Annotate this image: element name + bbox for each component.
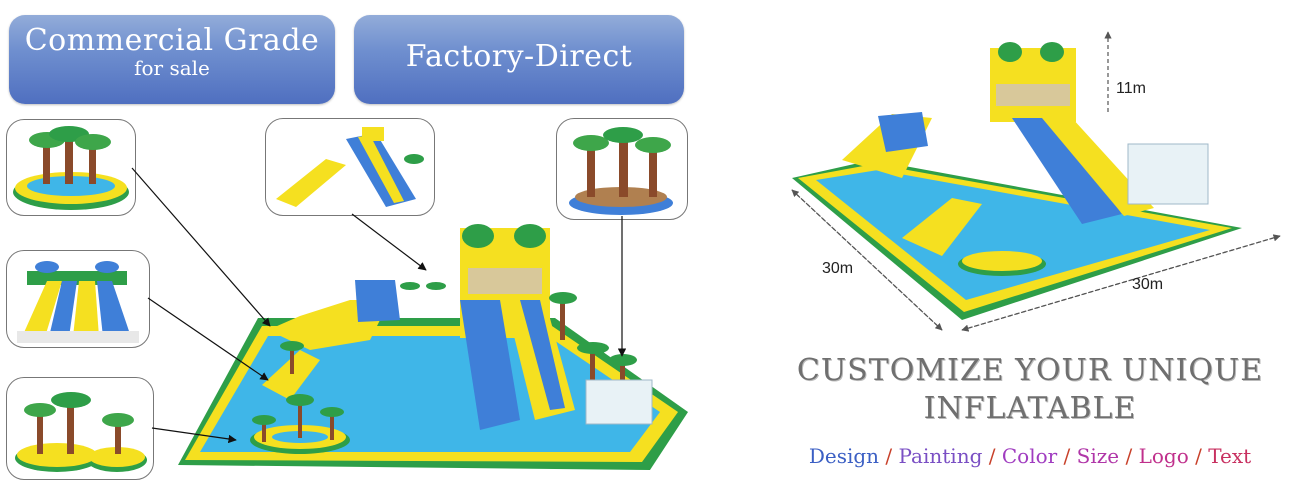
- option-separator: /: [879, 444, 899, 468]
- obstacle-slide-icon: [276, 127, 424, 207]
- factory-direct-title: Factory-Direct: [405, 39, 633, 74]
- connector-arrows: [131, 167, 627, 444]
- option-separator: /: [1119, 444, 1139, 468]
- commercial-grade-subtitle: for sale: [134, 56, 210, 80]
- option-size: Size: [1076, 444, 1120, 468]
- commercial-grade-badge: Commercial Grade for sale: [9, 15, 335, 104]
- thumbnail-palm-pool: [6, 119, 136, 216]
- main-inflatable-pool: [178, 224, 688, 470]
- headline-line1: CUSTOMIZE YOUR UNIQUE: [796, 353, 1264, 388]
- factory-direct-badge: Factory-Direct: [354, 15, 684, 104]
- palm-island-icon: [15, 392, 147, 472]
- slide-icon: [17, 261, 139, 343]
- option-text: Text: [1208, 444, 1252, 468]
- height-dimension-label: 11m: [1116, 80, 1146, 97]
- left-width-dimension-label: 30m: [822, 260, 854, 277]
- customization-options: Design / Painting / Color / Size / Logo …: [780, 444, 1280, 468]
- commercial-grade-title: Commercial Grade: [24, 23, 320, 58]
- thumbnail-palm-island: [6, 377, 154, 480]
- right-width-dimension-label: 30m: [1132, 276, 1164, 293]
- palm-platform-icon: [569, 127, 673, 215]
- option-design: Design: [808, 444, 880, 468]
- dimension-lines: [791, 31, 1281, 332]
- water-park-dimension-scene: [791, 31, 1281, 332]
- option-logo: Logo: [1138, 444, 1189, 468]
- dimension-pool: [792, 42, 1242, 320]
- option-separator: /: [982, 444, 1002, 468]
- option-painting: Painting: [898, 444, 983, 468]
- option-separator: /: [1057, 444, 1077, 468]
- palm-pool-icon: [13, 126, 129, 210]
- thumbnail-obstacle-slide: [265, 118, 435, 216]
- thumbnail-slides: [6, 250, 150, 348]
- option-color: Color: [1001, 444, 1058, 468]
- headline: CUSTOMIZE YOUR UNIQUE INFLATABLE: [780, 352, 1280, 428]
- headline-line2: INFLATABLE: [923, 391, 1137, 426]
- option-separator: /: [1188, 444, 1209, 468]
